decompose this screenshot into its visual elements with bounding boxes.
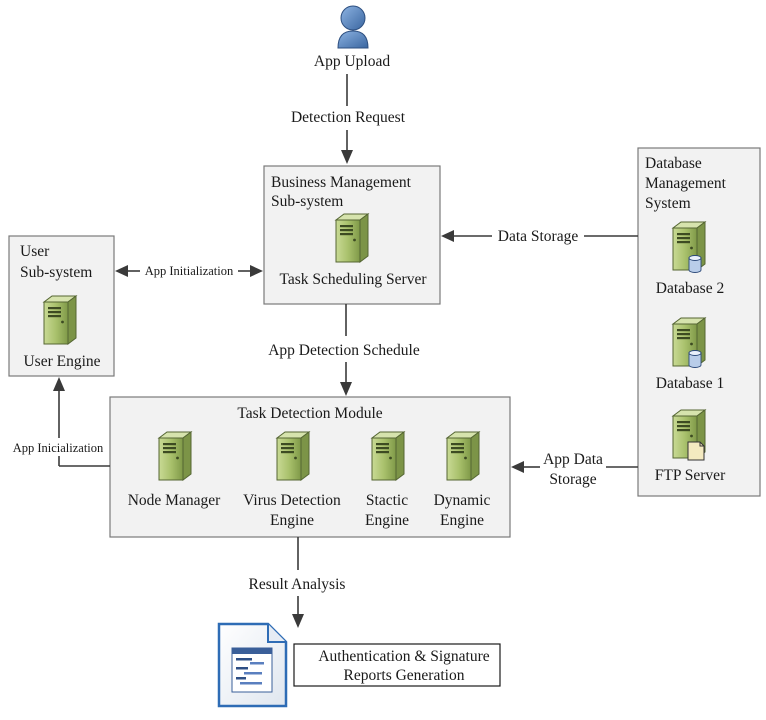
- app-inicialization-label: App Inicialization: [13, 441, 104, 455]
- database-1-label: Database 1: [656, 375, 724, 392]
- result-analysis-label: Result Analysis: [249, 576, 346, 593]
- database-title-line2: Management: [645, 175, 727, 192]
- user-title-line2: Sub-system: [20, 264, 92, 281]
- node-manager-icon: [158, 431, 192, 481]
- arrow-to-business-init: [250, 265, 263, 277]
- arrow-to-report: [292, 614, 304, 628]
- database-2-label: Database 2: [656, 280, 724, 297]
- app-data-storage-label-line2: Storage: [549, 471, 596, 488]
- virus-detection-label-line2: Engine: [270, 512, 314, 529]
- app-detection-schedule-label: App Detection Schedule: [268, 342, 420, 359]
- arrow-to-detection-storage: [511, 461, 524, 473]
- virus-detection-engine-icon: [276, 431, 310, 481]
- database-title-line1: Database: [645, 155, 702, 172]
- report-text-box: [293, 643, 501, 687]
- static-engine-label-line2: Engine: [365, 512, 409, 529]
- ftp-server-icon: [672, 409, 706, 461]
- app-data-storage-label-line1: App Data: [543, 451, 603, 468]
- dynamic-engine-icon: [446, 431, 480, 481]
- user-title-line1: User: [20, 243, 50, 260]
- dynamic-engine-label-line1: Dynamic: [434, 492, 491, 509]
- app-initialization-label: App Initialization: [145, 264, 234, 278]
- node-manager-label: Node Manager: [128, 492, 221, 509]
- app-upload-label: App Upload: [314, 53, 390, 70]
- business-title-line2: Sub-system: [271, 193, 343, 210]
- ftp-server-label: FTP Server: [655, 467, 726, 484]
- virus-detection-label-line1: Virus Detection: [243, 492, 341, 509]
- user-engine-icon: [43, 295, 77, 345]
- task-scheduling-server-label: Task Scheduling Server: [280, 271, 428, 288]
- static-engine-icon: [371, 431, 405, 481]
- business-title-line1: Business Management: [271, 174, 412, 191]
- data-storage-label: Data Storage: [498, 228, 579, 245]
- report-label-line2: Reports Generation: [344, 667, 465, 684]
- detection-request-label: Detection Request: [291, 109, 406, 126]
- static-engine-label-line1: Stactic: [366, 492, 408, 509]
- arrow-to-business: [341, 150, 353, 164]
- dynamic-engine-label-line2: Engine: [440, 512, 484, 529]
- arrow-to-user: [115, 265, 128, 277]
- arrow-to-user-engine: [53, 377, 65, 391]
- task-detection-module-title: Task Detection Module: [237, 405, 382, 422]
- arrow-to-detection: [340, 382, 352, 396]
- database-1-icon: [672, 317, 706, 368]
- database-2-icon: [672, 221, 706, 273]
- arrow-to-business-storage: [441, 230, 454, 242]
- database-title-line3: System: [645, 195, 691, 212]
- report-document-icon: [217, 622, 288, 708]
- task-scheduling-server-icon: [335, 213, 369, 263]
- user-engine-label: User Engine: [23, 353, 100, 370]
- report-label-line1: Authentication & Signature: [318, 648, 489, 665]
- user-icon: [337, 5, 369, 49]
